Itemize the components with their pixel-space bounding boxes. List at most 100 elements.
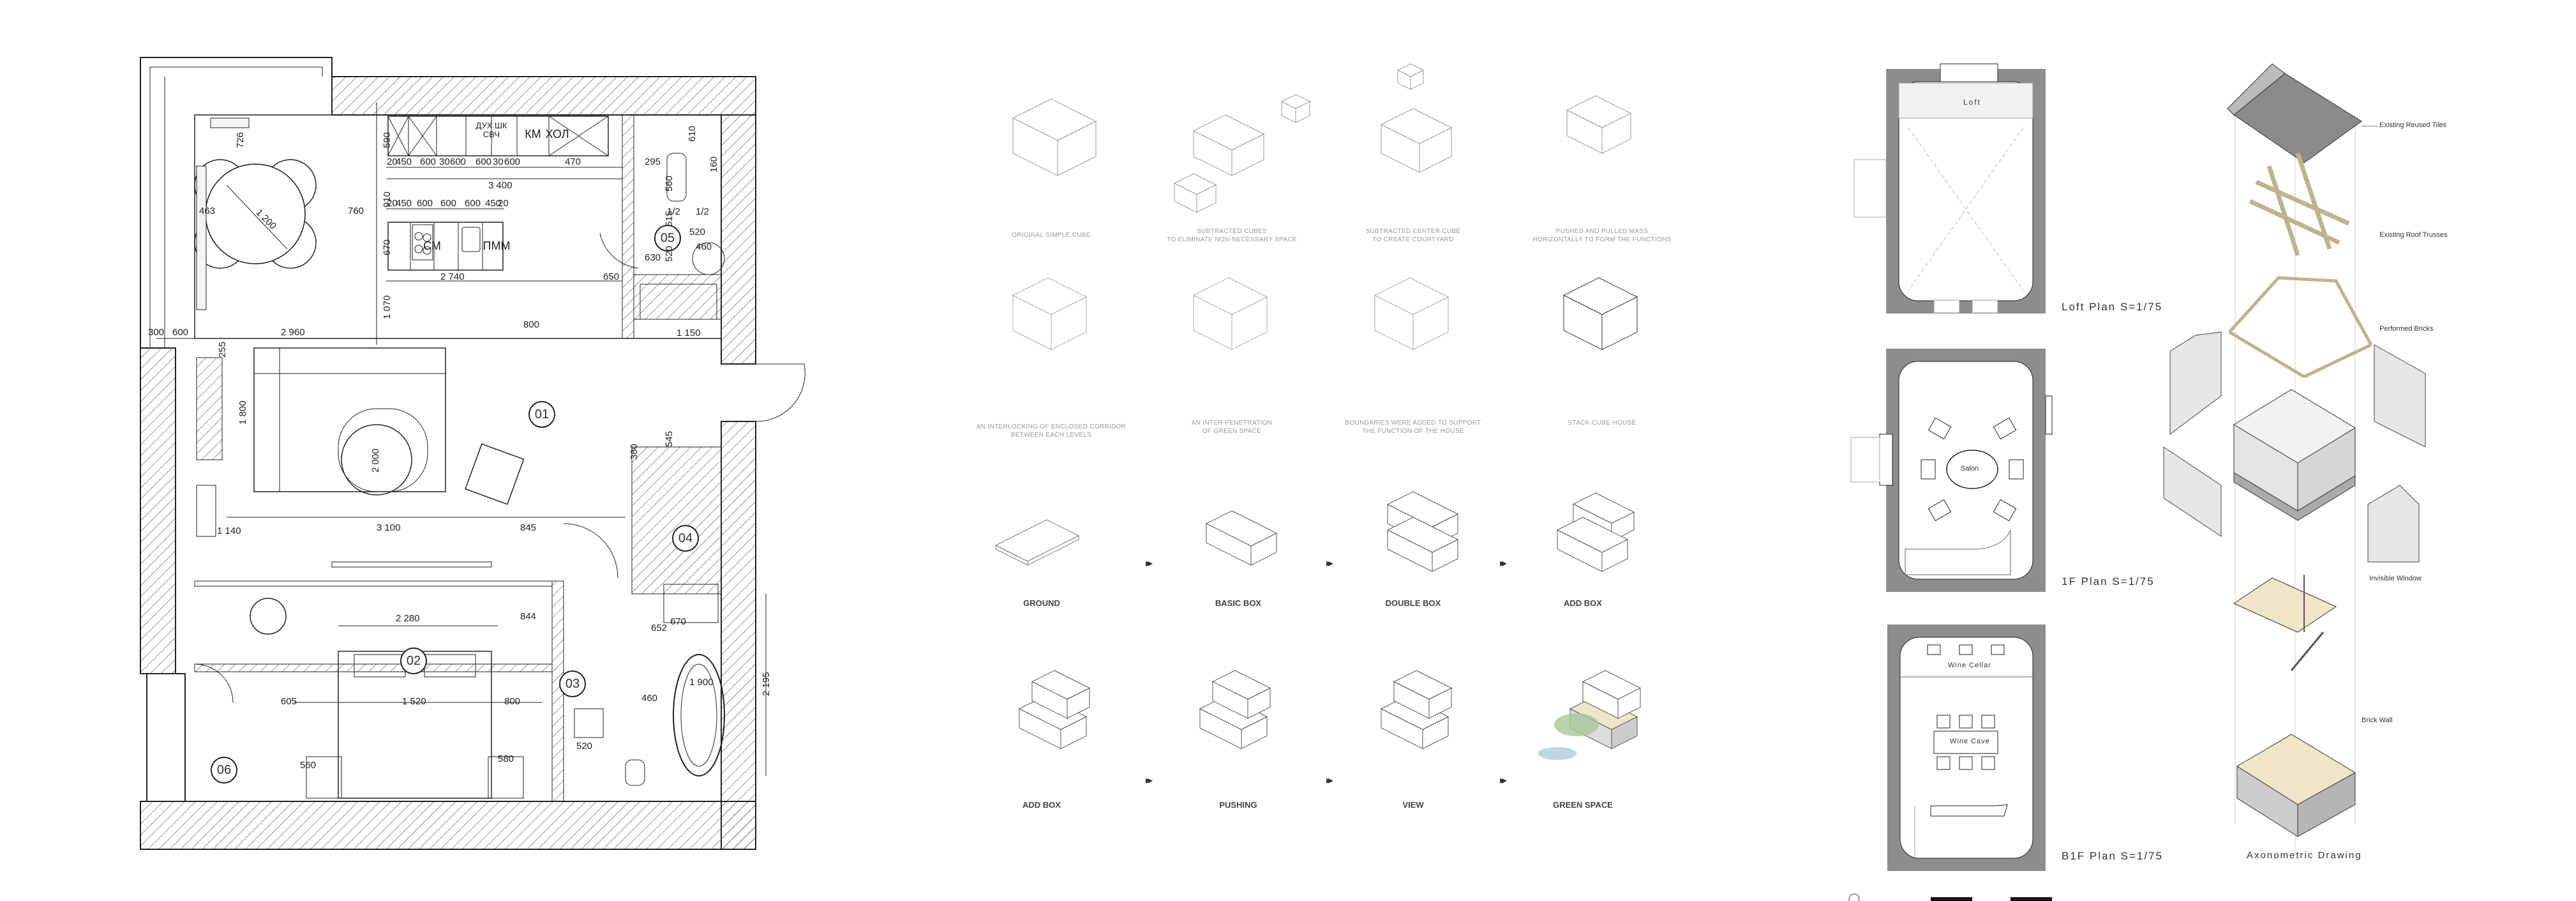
dimension: 600 bbox=[172, 327, 189, 338]
caption: BOUNDARIES WERE ADDED TO SUPPORT THE FUN… bbox=[1345, 420, 1481, 435]
dimension: 460 bbox=[696, 241, 712, 252]
loft-plan bbox=[1853, 63, 2046, 314]
scale-bar bbox=[1848, 893, 2052, 901]
dimension: 630 bbox=[645, 252, 661, 263]
dimension: 1 520 bbox=[402, 696, 426, 707]
dimension: 300 bbox=[148, 327, 165, 338]
floor-plan-drawing bbox=[140, 57, 805, 850]
basement-plan bbox=[1887, 625, 2046, 871]
dimension: 605 bbox=[281, 696, 297, 707]
massing-box bbox=[1031, 670, 1091, 719]
cube-diagram bbox=[1566, 95, 1632, 154]
dimension: 600 bbox=[450, 156, 467, 167]
dimension: 450 bbox=[396, 156, 412, 167]
dimension: 520 bbox=[576, 741, 593, 752]
callout-label: Brick Wall bbox=[2362, 716, 2393, 724]
first-floor-plan bbox=[1850, 349, 2053, 592]
dimension: 450 bbox=[485, 198, 502, 209]
room-label: Loft bbox=[1963, 98, 1982, 107]
step-label: GREEN SPACE bbox=[1553, 800, 1613, 810]
caption: SUBTRACTED CUBES TO ELIMINATE NON-NECESS… bbox=[1167, 228, 1297, 243]
dimension: 30 bbox=[493, 156, 504, 167]
dimension: 1/2 bbox=[696, 206, 709, 217]
cube-diagram bbox=[1192, 277, 1268, 351]
cube-diagram bbox=[1280, 94, 1311, 123]
massing-box bbox=[1211, 670, 1271, 719]
massing-box bbox=[1199, 695, 1268, 750]
arrow-icon: ▸▸ bbox=[1326, 775, 1333, 786]
room-label: Salon bbox=[1961, 465, 1979, 473]
dimension: 450 bbox=[396, 198, 412, 209]
step-label: DOUBLE BOX bbox=[1385, 598, 1441, 608]
plan-title: 1F Plan S=1/75 bbox=[2062, 575, 2155, 587]
dimension: 580 bbox=[498, 753, 514, 764]
dimension: 2 280 bbox=[396, 613, 420, 624]
step-label: VIEW bbox=[1402, 800, 1424, 810]
cube-diagram bbox=[1192, 114, 1265, 176]
dimension: 20 bbox=[387, 198, 398, 209]
dimension: 520 bbox=[689, 227, 706, 238]
massing-box bbox=[1582, 670, 1642, 719]
dimension: 1 900 bbox=[689, 677, 714, 688]
room-number: 05 bbox=[654, 225, 681, 252]
dimension: 295 bbox=[645, 156, 661, 167]
dimension: 30 bbox=[439, 156, 450, 167]
dimension: 2 740 bbox=[440, 271, 465, 282]
massing-box bbox=[1380, 695, 1449, 750]
dishwasher-label: КМ bbox=[525, 128, 541, 140]
plan-title: Loft Plan S=1/75 bbox=[2062, 301, 2163, 313]
dimension: 600 bbox=[417, 198, 433, 209]
massing-box bbox=[1205, 510, 1278, 566]
arrow-icon: ▸▸ bbox=[1500, 775, 1507, 786]
dimension: 652 bbox=[651, 623, 668, 633]
cube-diagram bbox=[1380, 108, 1453, 173]
arrow-icon: ▸▸ bbox=[1326, 558, 1333, 569]
greenery bbox=[1554, 713, 1599, 736]
dishwasher-label: ПММ bbox=[483, 239, 511, 252]
massing-ground bbox=[994, 519, 1080, 566]
caption: AN INTER-PENETRATION OF GREEN SPACE bbox=[1191, 420, 1273, 435]
dimension: 600 bbox=[440, 198, 457, 209]
dimension: 670 bbox=[670, 616, 687, 627]
cube-diagram bbox=[1562, 277, 1638, 351]
arrow-icon: ▸▸ bbox=[1500, 558, 1507, 569]
oven-label: ДУХ.ШК СВЧ bbox=[476, 121, 507, 139]
dimension: 20 bbox=[498, 198, 509, 209]
dimension: 600 bbox=[476, 156, 492, 167]
washer-label: СМ bbox=[423, 239, 441, 252]
dimension: 1 150 bbox=[677, 328, 701, 338]
dimension: 800 bbox=[504, 696, 521, 707]
step-label: GROUND bbox=[1023, 598, 1060, 608]
caption: PUSHED AND PULLED MASS HORIZONTALLY TO F… bbox=[1532, 228, 1672, 243]
arrow-icon: ▸▸ bbox=[1146, 775, 1153, 786]
room-label: Wine Cave bbox=[1950, 738, 1990, 745]
callout-label: Invisible Window bbox=[2369, 575, 2422, 582]
arrow-icon: ▸▸ bbox=[1146, 558, 1153, 569]
caption: AN INTERLOCKING OF ENCLOSED CORRIDOR BET… bbox=[976, 423, 1127, 439]
callout-label: Existing Reused Tiles bbox=[2379, 121, 2447, 129]
step-label: PUSHING bbox=[1219, 800, 1257, 810]
water-pool bbox=[1538, 747, 1576, 760]
step-label: BASIC BOX bbox=[1215, 598, 1262, 608]
step-label: ADD BOX bbox=[1022, 800, 1061, 810]
dimension: 760 bbox=[348, 206, 364, 216]
dimension: 2 960 bbox=[281, 327, 305, 338]
dimension: 20 bbox=[387, 156, 398, 167]
plan-title: B1F Plan S=1/75 bbox=[2062, 850, 2164, 862]
callout-label: Performed Bricks bbox=[2379, 325, 2434, 333]
cube-diagram bbox=[1012, 277, 1088, 351]
cube-diagram bbox=[1374, 277, 1449, 351]
dimension: 470 bbox=[565, 156, 581, 167]
dimension: 844 bbox=[520, 611, 537, 622]
dimension: 600 bbox=[465, 198, 481, 209]
room-label: Wine Cellar bbox=[1948, 662, 1991, 669]
dimension: 3 400 bbox=[488, 180, 513, 191]
dimension: 463 bbox=[199, 206, 216, 216]
dimension: 460 bbox=[641, 693, 658, 704]
dimension: 560 bbox=[300, 760, 317, 771]
dimension: 800 bbox=[523, 319, 540, 330]
callout-label: Existing Roof Trusses bbox=[2379, 231, 2448, 239]
